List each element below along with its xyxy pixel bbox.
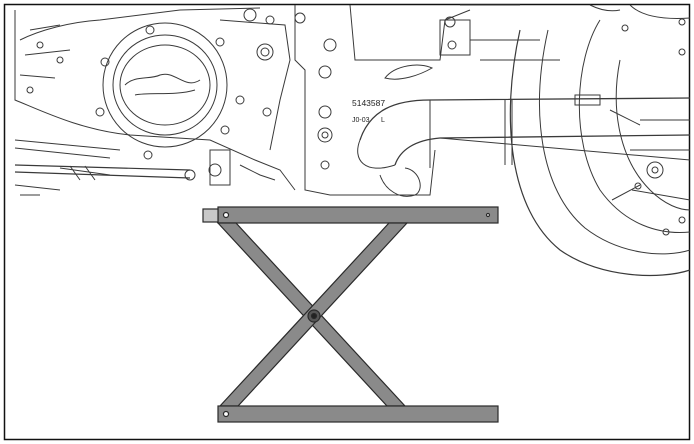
engine-case [14,7,296,191]
scissor-lift [202,206,499,423]
lift-top-platform [217,206,499,224]
frame-plate [294,4,601,196]
frame-stamp-code: J0-03 [352,117,370,124]
lift-bottom-pivot [222,410,230,418]
lift-top-pivot [222,211,230,219]
frame-stamp-suffix: L [381,117,385,124]
frame-part-number: 5143587 [352,98,385,108]
rear-wheel [509,4,691,277]
lift-center-pivot-bolt [310,312,318,320]
shift-linkage [14,139,276,196]
lift-top-rail-bolt [485,212,491,218]
lift-bottom-base [217,405,499,423]
lift-top-end-cap [202,208,219,223]
motorcycle-line-art [14,4,691,277]
